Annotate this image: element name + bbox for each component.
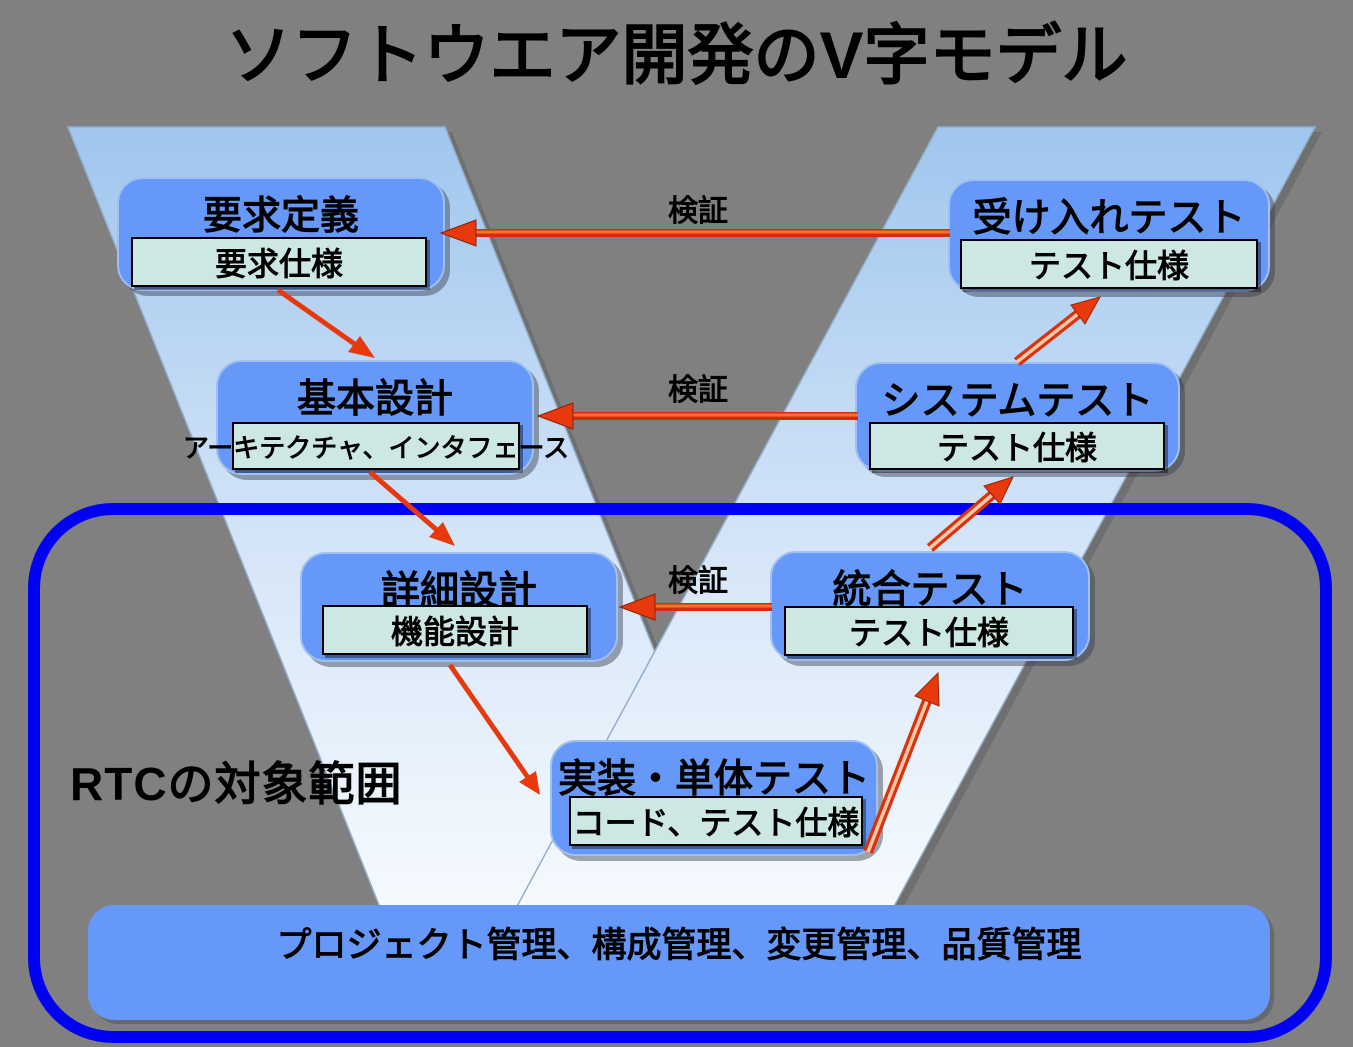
box-implementation-unit-test: 実装・単体テスト コード、テスト仕様 [550, 740, 878, 856]
box-detailed-design: 詳細設計 機能設計 [300, 552, 618, 662]
box-implementation-unit-test-artifact: コード、テスト仕様 [569, 796, 863, 846]
management-bar: プロジェクト管理、構成管理、変更管理、品質管理 [88, 905, 1270, 1020]
box-detailed-design-artifact: 機能設計 [322, 605, 588, 655]
box-basic-design-title: 基本設計 [296, 378, 453, 421]
box-acceptance-test: 受け入れテスト テスト仕様 [948, 179, 1270, 292]
box-acceptance-test-title: 受け入れテスト [972, 197, 1246, 240]
page-title: ソフトウエア開発のV字モデル [225, 18, 1128, 92]
box-implementation-unit-test-title: 実装・単体テスト [557, 758, 870, 801]
verification-label-low: 検証 [668, 565, 728, 598]
rtc-scope-frame [28, 503, 1332, 1043]
verification-label-top: 検証 [668, 195, 728, 228]
box-integration-test-artifact: テスト仕様 [784, 606, 1074, 656]
rtc-scope-label: RTCの対象範囲 [70, 758, 403, 810]
box-requirements-artifact: 要求仕様 [131, 237, 427, 287]
box-basic-design: 基本設計 アーキテクチャ、インタフェース [183, 360, 569, 475]
box-acceptance-test-artifact: テスト仕様 [960, 239, 1258, 289]
verification-label-mid: 検証 [668, 374, 728, 407]
box-system-test-title: システムテスト [881, 380, 1154, 423]
management-bar-label: プロジェクト管理、構成管理、変更管理、品質管理 [276, 926, 1082, 965]
box-system-test-artifact: テスト仕様 [869, 422, 1165, 470]
box-requirements: 要求定義 要求仕様 [117, 177, 445, 291]
box-integration-test-title: 統合テスト [832, 569, 1028, 612]
box-system-test: システムテスト テスト仕様 [855, 362, 1180, 472]
box-basic-design-artifact: アーキテクチャ、インタフェース [183, 422, 569, 470]
box-integration-test: 統合テスト テスト仕様 [770, 551, 1090, 661]
box-requirements-title: 要求定義 [202, 195, 359, 238]
